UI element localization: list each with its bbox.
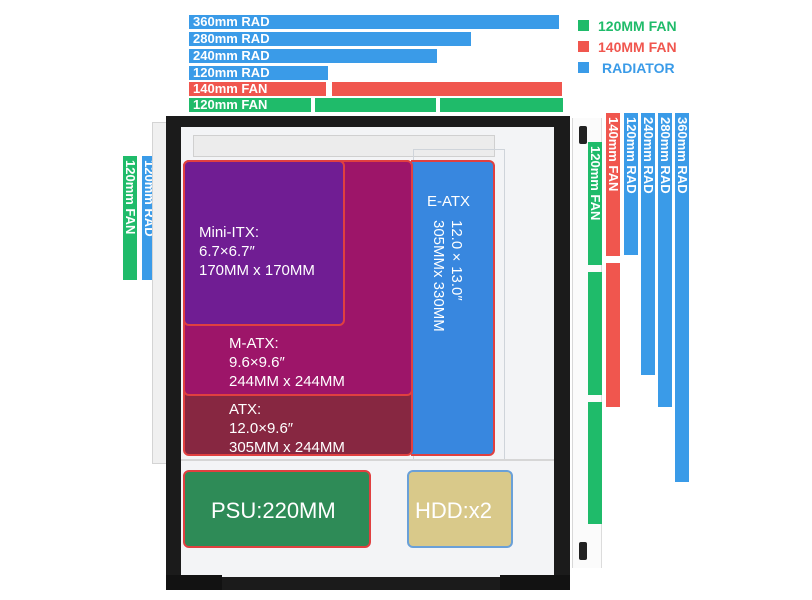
bar-label: 240mm RAD (641, 117, 656, 194)
bar-label: 360mm RAD (193, 14, 270, 29)
top-bar-140mm-fan: 140mm FAN (189, 82, 562, 96)
front-bar-140mm-fan: 140mm FAN (606, 113, 621, 407)
mini-itx-size-mm: 170MM x 170MM (199, 262, 315, 279)
front-bar-120mm-rad: 120mm RAD (624, 113, 639, 255)
e-atx-name: E-ATX (427, 193, 471, 210)
bar-label: 140mm FAN (606, 117, 621, 192)
top-bar-360mm-rad: 360mm RAD (189, 15, 559, 29)
legend-swatch (578, 62, 589, 73)
bar-label: 120mm RAD (624, 117, 639, 194)
atx-name: ATX: (229, 401, 262, 418)
front-bar-360mm-rad: 360mm RAD (675, 113, 690, 482)
front-bar-120mm-fan: 120mm FAN (588, 142, 603, 524)
legend-label: RADIATOR (602, 60, 675, 76)
fan-slot (588, 402, 602, 524)
case-foot-left (166, 575, 222, 590)
power-button-icon (579, 126, 587, 144)
psu-zone: PSU:220MM (183, 470, 371, 548)
rear-bar-120mm-fan: 120mm FAN (123, 156, 138, 280)
e-atx-size-inches: 12.0×13.0″ (448, 220, 465, 301)
case-foot-right (500, 575, 570, 590)
m-atx-name: M-ATX: (229, 335, 279, 352)
legend-label: 120MM FAN (598, 18, 677, 34)
bar-label: 120mm FAN (588, 146, 603, 221)
atx-size-inches: 12.0×9.6″ (229, 420, 294, 437)
top-fan-rail (193, 135, 495, 157)
bar-label: 140mm FAN (193, 81, 268, 96)
psu-label: PSU:220MM (211, 498, 336, 523)
e-atx-label-group: E-ATX 12.0×13.0″ 305MMx 330MM (427, 193, 471, 436)
top-bar-120mm-fan: 120mm FAN (189, 98, 563, 112)
m-atx-size-inches: 9.6×9.6″ (229, 354, 285, 371)
legend-swatch (578, 20, 589, 31)
front-bottom-latch (579, 542, 587, 560)
fan-slot (606, 113, 620, 256)
fan-slot (332, 82, 562, 96)
mini-itx-name: Mini-ITX: (199, 224, 259, 241)
top-bar-240mm-rad: 240mm RAD (189, 49, 437, 63)
legend-swatch (578, 41, 589, 52)
top-bar-120mm-rad: 120mm RAD (189, 66, 328, 80)
psu-shroud-line (181, 459, 554, 461)
atx-size-mm: 305MM x 244MM (229, 439, 345, 456)
fan-slot (189, 82, 326, 96)
fan-slot (440, 98, 563, 112)
bar-label: 280mm RAD (658, 117, 673, 194)
m-atx-size-mm: 244MM x 244MM (229, 373, 345, 390)
bar-label: 120mm RAD (193, 65, 270, 80)
e-atx-zone: E-ATX 12.0×13.0″ 305MMx 330MM (411, 160, 495, 456)
mini-itx-zone: Mini-ITX: 6.7×6.7″ 170MM x 170MM (183, 160, 345, 326)
fan-slot (189, 98, 311, 112)
bar-label: 120mm FAN (193, 97, 268, 112)
hdd-zone: HDD:x2 (407, 470, 513, 548)
fan-slot (606, 263, 620, 407)
bar-label: 240mm RAD (193, 48, 270, 63)
front-bar-240mm-rad: 240mm RAD (641, 113, 656, 375)
legend-label: 140MM FAN (598, 39, 677, 55)
bar-label: 360mm RAD (675, 117, 690, 194)
hdd-label: HDD:x2 (415, 498, 493, 523)
fan-slot (588, 272, 602, 395)
e-atx-size-mm: 305MMx 330MM (430, 220, 447, 332)
mini-itx-size-inches: 6.7×6.7″ (199, 243, 255, 260)
fan-slot (588, 142, 602, 265)
top-bar-280mm-rad: 280mm RAD (189, 32, 471, 46)
front-bar-280mm-rad: 280mm RAD (658, 113, 673, 407)
bar-label: 120mm FAN (123, 160, 138, 235)
fan-slot (315, 98, 436, 112)
bar-label: 280mm RAD (193, 31, 270, 46)
